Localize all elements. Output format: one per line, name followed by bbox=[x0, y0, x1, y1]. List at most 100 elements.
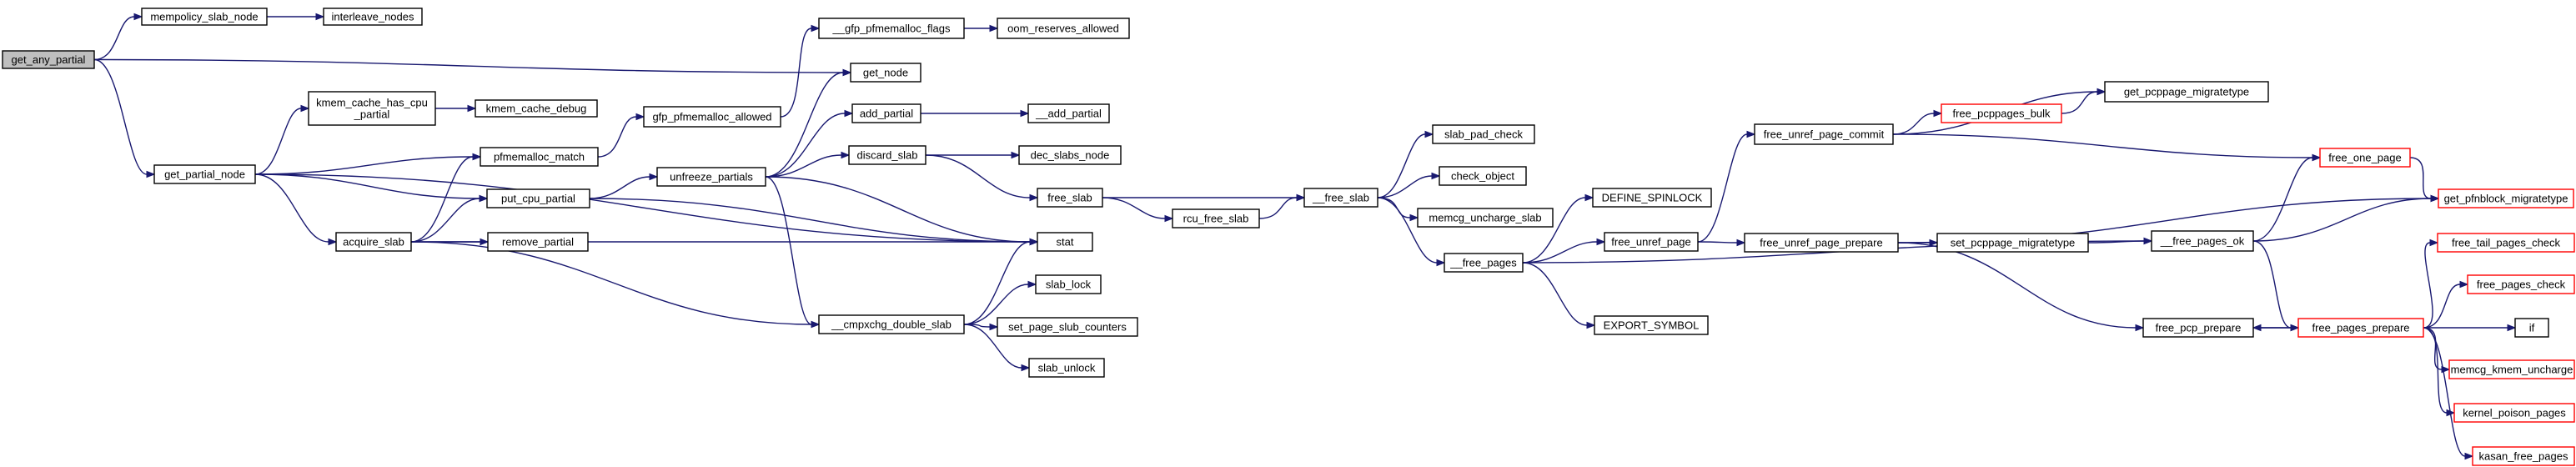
node-box bbox=[1027, 103, 1110, 123]
node-free-unref-page-prepare[interactable]: free_unref_page_prepare bbox=[1744, 233, 1899, 253]
node-free-pages-check[interactable]: free_pages_check bbox=[2467, 274, 2575, 294]
node-box bbox=[2438, 188, 2574, 208]
node-add-partial[interactable]: __add_partial bbox=[1027, 103, 1110, 123]
edge-free-pages-ok-to-free-one-page bbox=[2252, 153, 2322, 242]
node-box bbox=[1744, 233, 1899, 253]
node-get-pcppage-migratetype[interactable]: get_pcppage_migratetype bbox=[2104, 81, 2269, 103]
node-unfreeze-partials[interactable]: unfreeze_partials bbox=[656, 167, 766, 187]
node-remove-partial[interactable]: remove_partial bbox=[487, 232, 589, 252]
edge-get-partial-node-to-put-cpu-partial bbox=[254, 173, 489, 203]
edge-free-slab-to-free-pages bbox=[1377, 197, 1446, 267]
node-box bbox=[818, 314, 965, 334]
node-add-partial[interactable]: add_partial bbox=[851, 103, 921, 123]
edge-free-pages-to-free-unref-page bbox=[1522, 238, 1606, 264]
edge-rcu-free-slab-to-free-slab bbox=[1258, 193, 1306, 219]
node-box bbox=[2472, 446, 2575, 466]
node-memcg-kmem-uncharge[interactable]: memcg_kmem_uncharge bbox=[2448, 359, 2575, 379]
node-get-node[interactable]: get_node bbox=[850, 63, 921, 83]
node-label: free_tail_pages_check bbox=[2452, 237, 2561, 249]
node-slab-pad-check[interactable]: slab_pad_check bbox=[1432, 124, 1535, 144]
node-get-pfnblock-migratetype[interactable]: get_pfnblock_migratetype bbox=[2438, 188, 2574, 208]
node-discard-slab[interactable]: discard_slab bbox=[848, 145, 926, 165]
node-get-any-partial[interactable]: get_any_partial bbox=[2, 50, 95, 69]
node-label: put_cpu_partial bbox=[501, 193, 575, 205]
node-free-pages[interactable]: __free_pages bbox=[1444, 253, 1524, 273]
node-rcu-free-slab[interactable]: rcu_free_slab bbox=[1172, 208, 1260, 228]
edge-free-unref-page-to-free-unref-page-commit bbox=[1697, 130, 1756, 243]
node-free-slab[interactable]: free_slab bbox=[1037, 188, 1103, 208]
edge-free-pages-prepare-to-kasan-free-pages bbox=[2423, 327, 2474, 460]
node-set-pcppage-migratetype[interactable]: set_pcppage_migratetype bbox=[1936, 233, 2089, 253]
node-label: slab_unlock bbox=[1038, 362, 1096, 374]
node-set-page-slub-counters[interactable]: set_page_slub_counters bbox=[997, 317, 1138, 337]
edge-free-slab-to-slab-pad-check bbox=[1377, 130, 1434, 198]
node-gfp-pfmemalloc-flags[interactable]: __gfp_pfmemalloc_flags bbox=[818, 18, 965, 39]
node-label: free_pages_check bbox=[2477, 279, 2566, 291]
node-box bbox=[1604, 232, 1699, 252]
edge-get-any-partial-to-mempolicy-slab-node bbox=[93, 13, 143, 61]
node-slab-unlock[interactable]: slab_unlock bbox=[1028, 358, 1105, 378]
node-interleave-nodes[interactable]: interleave_nodes bbox=[323, 8, 423, 26]
node-kmem-cache-debug[interactable]: kmem_cache_debug bbox=[475, 99, 598, 118]
node-free-pcppages-bulk[interactable]: free_pcppages_bulk bbox=[1941, 103, 2062, 123]
edge-free-one-page-to-get-pfnblock-migratetype bbox=[2409, 157, 2440, 203]
edge-discard-slab-to-dec-slabs-node bbox=[926, 151, 1021, 159]
edge-free-unref-page-commit-to-free-one-page bbox=[1892, 133, 2322, 162]
node-label: remove_partial bbox=[502, 236, 574, 249]
node-acquire-slab[interactable]: acquire_slab bbox=[335, 232, 412, 252]
edge-free-pages-to-export-symbol bbox=[1522, 262, 1596, 329]
node-stat[interactable]: stat bbox=[1037, 232, 1093, 252]
node-label: gfp_pfmemalloc_allowed bbox=[652, 111, 771, 123]
node-if[interactable]: if bbox=[2514, 318, 2549, 338]
node-label: kasan_free_pages bbox=[2479, 450, 2568, 463]
node-free-one-page[interactable]: free_one_page bbox=[2319, 148, 2411, 168]
node-gfp-pfmemalloc-allowed[interactable]: gfp_pfmemalloc_allowed bbox=[643, 106, 781, 128]
node-free-tail-pages-check[interactable]: free_tail_pages_check bbox=[2437, 233, 2575, 253]
node-free-unref-page-commit[interactable]: free_unref_page_commit bbox=[1754, 123, 1894, 145]
node-pfmemalloc-match[interactable]: pfmemalloc_match bbox=[480, 147, 599, 167]
node-box bbox=[486, 188, 590, 208]
edge-kmem-cache-has-cpu-partial-to-kmem-cache-debug bbox=[435, 104, 477, 113]
node-dec-slabs-node[interactable]: dec_slabs_node bbox=[1018, 145, 1122, 165]
node-cmpxchg-double-slab[interactable]: __cmpxchg_double_slab bbox=[818, 314, 965, 334]
node-check-object[interactable]: check_object bbox=[1439, 166, 1527, 186]
edge-cmpxchg-double-slab-to-stat bbox=[963, 238, 1039, 325]
node-free-unref-page[interactable]: free_unref_page bbox=[1604, 232, 1699, 252]
edge-get-any-partial-to-get-partial-node bbox=[93, 58, 156, 178]
node-box bbox=[2142, 318, 2254, 338]
edge-free-pcppages-bulk-to-get-pcppage-migratetype bbox=[2061, 88, 2106, 114]
node-label: __free_pages bbox=[1449, 257, 1517, 269]
node-put-cpu-partial[interactable]: put_cpu_partial bbox=[486, 188, 590, 208]
edge-unfreeze-partials-to-discard-slab bbox=[765, 151, 851, 178]
node-label: __cmpxchg_double_slab bbox=[831, 319, 952, 331]
node-label: add_partial bbox=[860, 108, 913, 120]
node-label: set_pcppage_migratetype bbox=[1951, 237, 2076, 249]
node-free-pages-ok[interactable]: __free_pages_ok bbox=[2151, 230, 2254, 252]
node-kasan-free-pages[interactable]: kasan_free_pages bbox=[2472, 446, 2575, 466]
node-label: set_page_slub_counters bbox=[1008, 321, 1127, 334]
node-label: slab_pad_check bbox=[1444, 128, 1523, 141]
node-label: dec_slabs_node bbox=[1031, 149, 1110, 162]
node-get-partial-node[interactable]: get_partial_node bbox=[153, 164, 256, 184]
node-oom-reserves-allowed[interactable]: oom_reserves_allowed bbox=[997, 18, 1130, 39]
node-memcg-uncharge-slab[interactable]: memcg_uncharge_slab bbox=[1417, 208, 1554, 228]
node-mempolicy-slab-node[interactable]: mempolicy_slab_node bbox=[141, 8, 268, 26]
node-label: EXPORT_SYMBOL bbox=[1604, 319, 1700, 332]
node-free-slab[interactable]: __free_slab bbox=[1303, 188, 1378, 208]
node-free-pcp-prepare[interactable]: free_pcp_prepare bbox=[2142, 318, 2254, 338]
node-box bbox=[2297, 318, 2424, 338]
edge-free-pages-prepare-to-free-tail-pages-check bbox=[2423, 239, 2439, 329]
edge-free-pages-prepare-to-free-pages-check bbox=[2423, 280, 2469, 329]
node-label: memcg_uncharge_slab bbox=[1429, 212, 1541, 224]
node-define-spinlock[interactable]: DEFINE_SPINLOCK bbox=[1592, 188, 1712, 208]
node-kernel-poison-pages[interactable]: kernel_poison_pages bbox=[2453, 403, 2575, 423]
node-box bbox=[1028, 358, 1105, 378]
node-kmem-cache-has-cpu-partial[interactable]: kmem_cache_has_cpu_partial bbox=[308, 91, 436, 126]
edge-get-any-partial-to-get-node bbox=[93, 58, 852, 77]
node-box bbox=[997, 317, 1138, 337]
node-export-symbol[interactable]: EXPORT_SYMBOL bbox=[1594, 315, 1709, 335]
node-free-pages-prepare[interactable]: free_pages_prepare bbox=[2297, 318, 2424, 338]
node-label: mempolicy_slab_node bbox=[150, 11, 258, 23]
node-box bbox=[1172, 208, 1260, 228]
node-slab-lock[interactable]: slab_lock bbox=[1035, 274, 1102, 294]
